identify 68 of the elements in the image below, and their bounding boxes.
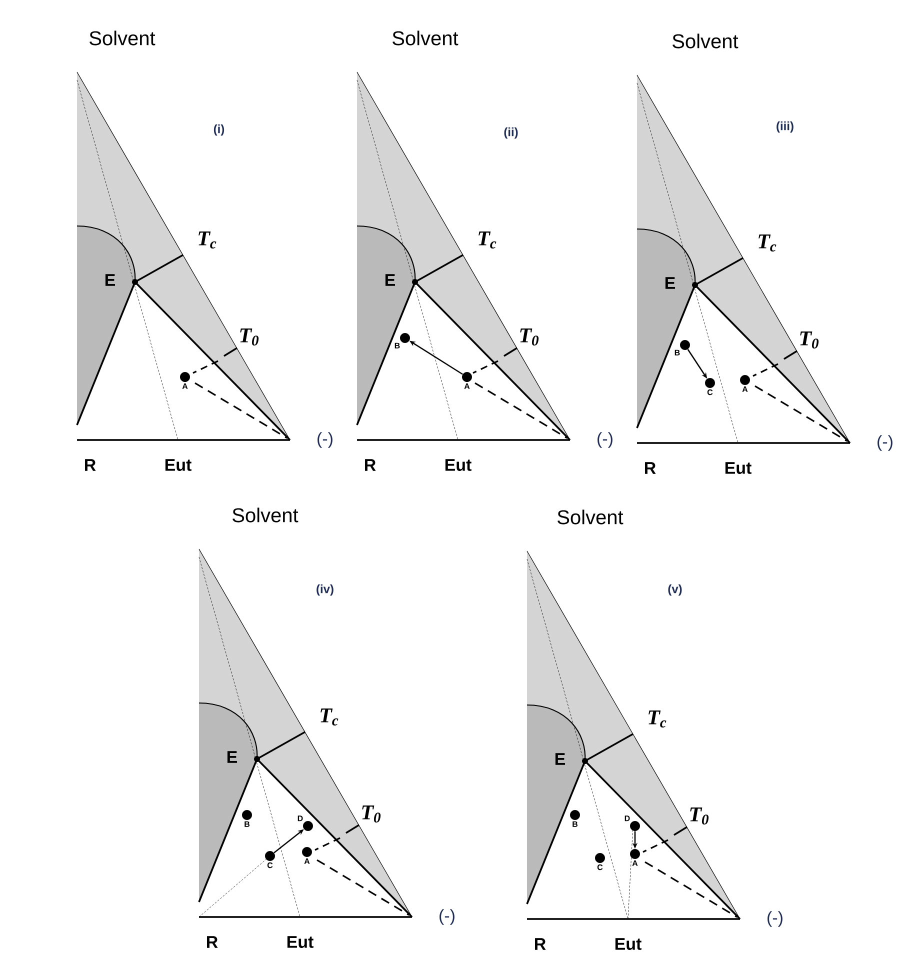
data-point: A (630, 849, 640, 866)
tie-line-label: T$_{0}$ (800, 332, 819, 348)
data-point: A (462, 372, 472, 389)
data-point: A (180, 372, 190, 389)
axis-label: Eut (165, 459, 192, 471)
vertex-label: Solvent (672, 34, 738, 48)
point-label: E (105, 274, 115, 286)
tie-line-label: T$_{0}$ (240, 328, 259, 346)
node-label: A (632, 860, 638, 866)
vertex-label: R (535, 938, 546, 950)
vertex-label: R (645, 462, 656, 474)
node-label: D (624, 816, 630, 822)
node-label: B (394, 342, 400, 348)
axis-label: Eut (725, 462, 752, 474)
data-point: B (242, 810, 252, 827)
vertex-label: (-) (768, 911, 782, 927)
data-point: A (740, 375, 750, 392)
node-label: A (742, 386, 748, 392)
vertex-label: R (207, 936, 218, 948)
data-point: C (705, 378, 715, 396)
data-point: B (674, 340, 690, 356)
tie-line-label: T$_{c}$ (648, 710, 666, 728)
panel-label: (v) (668, 584, 682, 596)
point-label: E (385, 274, 395, 286)
vertex-label: (-) (440, 909, 454, 925)
panel-label: (ii) (504, 127, 518, 139)
data-point: B (394, 333, 410, 348)
vertex-label: (-) (318, 432, 332, 448)
node-label: A (304, 858, 310, 864)
vertex-label: Solvent (558, 510, 624, 524)
vertex-label: Solvent (90, 30, 156, 46)
node-label: B (674, 350, 680, 356)
data-point: C (595, 853, 605, 870)
tie-line-label: T$_{c}$ (478, 232, 496, 248)
node-label: B (572, 821, 578, 827)
node-label: D (298, 816, 303, 822)
tie-line-label: T$_{0}$ (690, 808, 709, 824)
vertex-label: Solvent (232, 508, 298, 522)
data-point: C (265, 851, 275, 868)
tie-line-label: T$_{c}$ (758, 234, 776, 252)
vertex-label: R (85, 459, 96, 471)
node-label: B (244, 821, 250, 827)
vertex-label: (-) (598, 432, 612, 448)
vertex-label: R (365, 459, 376, 471)
data-point: A (302, 847, 312, 864)
data-point: B (570, 810, 580, 827)
data-point: D (624, 816, 640, 831)
node-label: A (464, 383, 470, 389)
point-label: E (227, 751, 237, 763)
tie-line-label: T$_{0}$ (520, 328, 539, 346)
node-label: C (267, 862, 273, 868)
vertex-label: (-) (878, 435, 892, 451)
node-label: C (597, 864, 603, 870)
panel-label: (iv) (316, 584, 334, 596)
axis-label: Eut (615, 938, 642, 950)
point-label: E (665, 277, 675, 289)
tie-line-label: T$_{c}$ (198, 232, 216, 248)
panel-label: (i) (214, 124, 224, 136)
axis-label: Eut (445, 459, 472, 471)
tie-line-label: T$_{0}$ (362, 806, 381, 822)
tie-line-label: T$_{c}$ (320, 708, 338, 726)
node-label: C (707, 389, 713, 396)
axis-label: Eut (287, 936, 314, 948)
vertex-label: Solvent (392, 30, 458, 46)
data-point: D (298, 816, 313, 831)
panel-label: (iii) (776, 121, 794, 133)
point-label: E (555, 753, 565, 765)
node-label: A (182, 383, 188, 389)
